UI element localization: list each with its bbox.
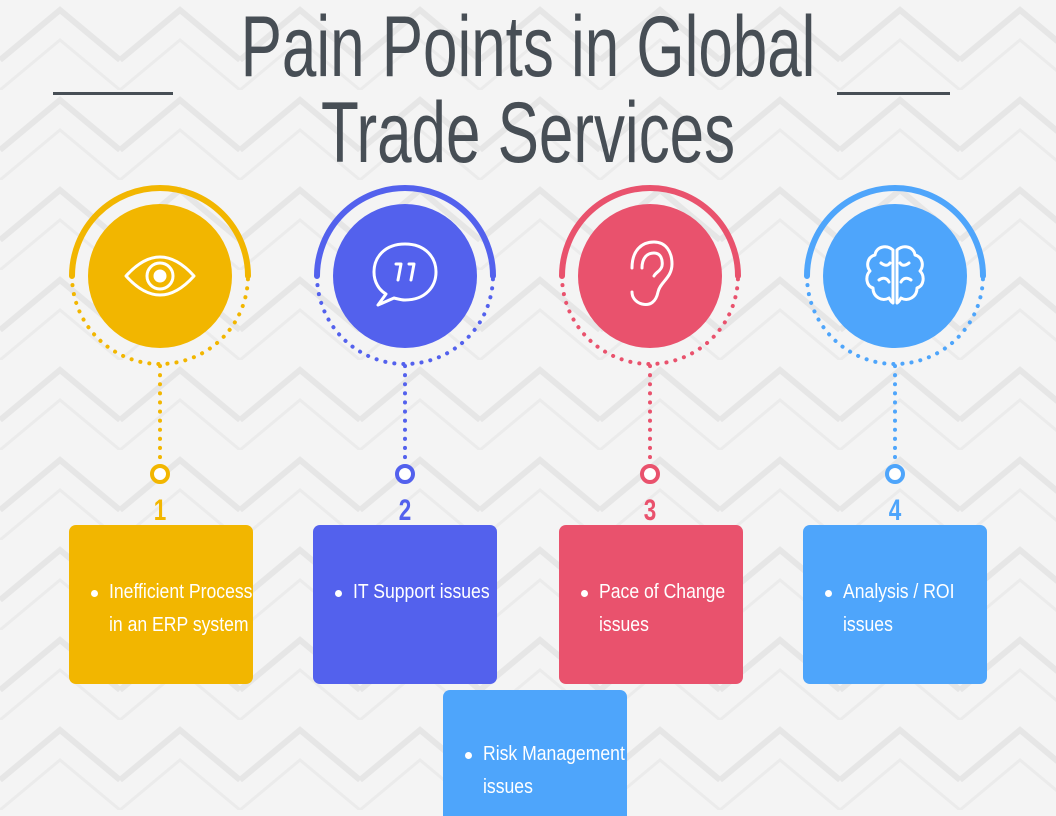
stage-1-number: 1 [153, 494, 167, 527]
eye-icon [124, 255, 196, 297]
stage-2-graphic [314, 185, 496, 484]
stage-2-item: IT Support issues [335, 576, 490, 609]
stage-3-node [640, 464, 660, 484]
stage-2-box: IT Support issues [313, 525, 497, 684]
extra-box-item: Risk Management issues [465, 738, 625, 804]
stage-3-box: Pace of Change issues [559, 525, 743, 684]
stage-1-item: Inefficient Process in an ERP system [91, 576, 252, 642]
stage-4-graphic [804, 185, 986, 484]
stage-3-graphic [559, 185, 741, 484]
stage-1-list: Inefficient Process in an ERP system [91, 576, 252, 642]
stage-1-graphic [69, 185, 251, 484]
stage-2-number: 2 [398, 494, 412, 527]
brain-icon [865, 245, 925, 305]
stage-4-list: Analysis / ROI issues [825, 576, 973, 642]
quote-bubble-icon [372, 242, 438, 307]
extra-box-risk-management: Risk Management issues [443, 690, 627, 816]
stage-3-number: 3 [643, 494, 657, 527]
page-title-line-1: Pain Points in Global [240, 0, 816, 95]
stage-3-circle [578, 204, 722, 348]
stage-1-box: Inefficient Process in an ERP system [69, 525, 253, 684]
stage-4-box: Analysis / ROI issues [803, 525, 987, 684]
title-decorative-rule-left [53, 92, 173, 95]
stage-1-node [150, 464, 170, 484]
stage-3-list: Pace of Change issues [581, 576, 729, 642]
stage-4-circle [823, 204, 967, 348]
title-decorative-rule-right [837, 92, 950, 95]
ear-icon [630, 240, 674, 306]
stage-2-circle [333, 204, 477, 348]
stage-2-list: IT Support issues [335, 576, 490, 609]
stage-3-item: Pace of Change issues [581, 576, 729, 642]
stage-4-item: Analysis / ROI issues [825, 576, 973, 642]
page-title-line-2: Trade Services [320, 85, 736, 181]
stage-2-node [395, 464, 415, 484]
extra-box-list: Risk Management issues [465, 738, 625, 804]
stage-4-number: 4 [888, 494, 902, 527]
stage-4-node [885, 464, 905, 484]
